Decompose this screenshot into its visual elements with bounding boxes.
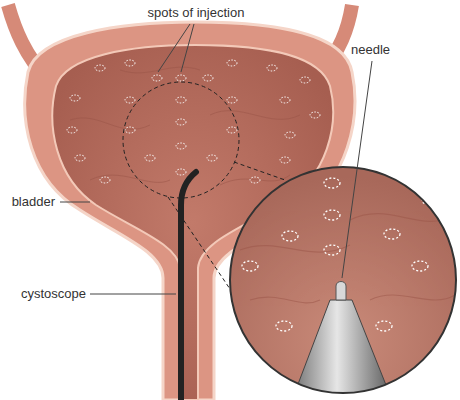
part-label: cystoscope [21, 286, 86, 302]
injection-spots [67, 60, 320, 183]
zoom-line [168, 197, 232, 292]
needle [336, 282, 346, 301]
leader-lines [60, 24, 372, 294]
cystoscope-tip [292, 300, 392, 400]
zoom-line [234, 162, 285, 180]
cystoscope-shaft [181, 172, 196, 400]
zoom-region [123, 82, 239, 198]
part-label: spots of injection [148, 5, 245, 21]
magnified-view [228, 165, 460, 400]
mucosa-folds [70, 67, 300, 185]
part-label: bladder [12, 194, 55, 210]
part-label: needle [351, 42, 390, 58]
magnifier-outline [230, 167, 456, 393]
